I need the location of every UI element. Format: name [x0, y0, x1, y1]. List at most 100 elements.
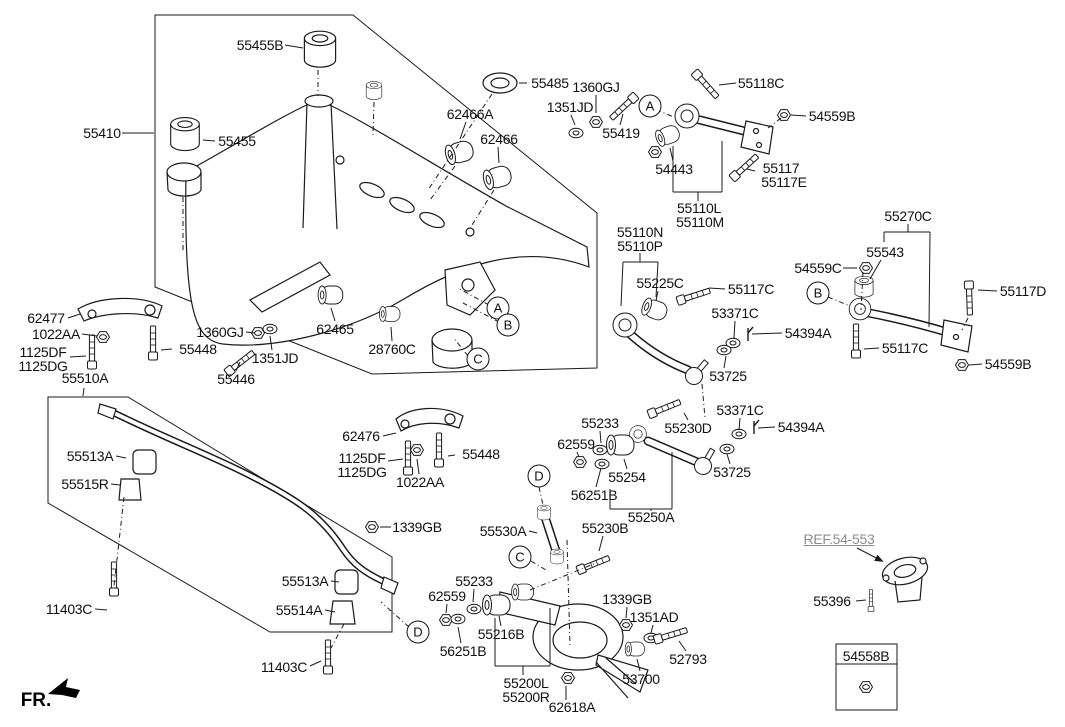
part-label-55410: 55410: [83, 125, 121, 141]
leader-line: [69, 355, 87, 358]
leader-line: [790, 114, 807, 117]
part-label-55543: 55543: [866, 244, 904, 260]
part-label-1351jd: 1351JD: [251, 350, 299, 366]
leader-line: [726, 453, 731, 465]
leader-line: [81, 333, 98, 337]
part-label-11403c: 11403C: [45, 601, 93, 617]
axis-dash-line: [701, 383, 706, 419]
leader-line: [678, 640, 687, 652]
leader-line: [968, 363, 983, 366]
part-label-1339gb: 1339GB: [392, 519, 442, 535]
part-label-54443: 54443: [655, 161, 693, 177]
callout-b: B: [806, 281, 830, 305]
leader-line: [746, 168, 756, 172]
leader-line: [330, 307, 336, 322]
axis-dash-line: [566, 539, 571, 647]
part-label-1022aa: 1022AA: [395, 474, 445, 490]
part-label-55510a: 55510A: [61, 370, 109, 386]
stabilizer-bar-illustration: [97, 403, 399, 625]
part-label-55230b: 55230B: [581, 520, 629, 536]
part-label-55448: 55448: [179, 341, 217, 357]
part-label-55110p: 55110P: [617, 238, 663, 254]
lateral-arm-assembly: [848, 275, 973, 353]
part-label-55233: 55233: [581, 415, 619, 431]
axis-dash-line: [961, 317, 969, 331]
callout-c: C: [466, 347, 490, 371]
callout-a: A: [638, 94, 662, 118]
leader-line: [723, 355, 727, 369]
axis-dash-line: [330, 623, 345, 649]
leader-line: [387, 458, 404, 462]
ref-arrow-line: [856, 547, 884, 562]
axis-dash-line: [427, 93, 493, 191]
leader-line: [757, 426, 776, 429]
leader-line: [751, 332, 783, 335]
leader-line: [623, 458, 628, 470]
part-label-53371c: 53371C: [716, 402, 764, 418]
upper-arm-assembly: [653, 103, 774, 155]
callout-d: D: [527, 464, 551, 488]
trailing-arm-62476: [395, 407, 464, 432]
part-label-55117c: 55117C: [727, 281, 775, 297]
axis-dash-line: [429, 165, 456, 201]
leader-line: [928, 231, 931, 328]
leader-line: [595, 467, 602, 488]
leader-line: [576, 451, 580, 458]
leader-line: [636, 658, 641, 672]
part-label-55396: 55396: [813, 593, 851, 609]
leader-line: [655, 290, 659, 302]
part-label-55448: 55448: [462, 446, 500, 462]
leader-line: [977, 289, 998, 292]
axis-dash-line: [462, 302, 500, 323]
axis-dash-line: [538, 486, 544, 506]
part-label-55117c: 55117C: [881, 340, 929, 356]
axis-dash-line: [471, 189, 495, 226]
part-label-fr-: FR.: [20, 690, 52, 711]
part-label-62559: 62559: [557, 436, 595, 452]
axis-dash-line: [457, 287, 490, 306]
leader-line: [863, 347, 880, 350]
leader-line: [718, 82, 737, 86]
part-label-1125dg: 1125DG: [337, 464, 387, 480]
part-label-1339gb: 1339GB: [602, 591, 652, 607]
part-label-55110l: 55110L: [677, 200, 721, 216]
part-label-55233: 55233: [455, 573, 493, 589]
part-label-62477: 62477: [27, 310, 65, 326]
leader-line: [447, 454, 456, 457]
axis-dash-line: [380, 601, 410, 628]
part-label-1125df: 1125DF: [19, 344, 67, 360]
part-label-56251b: 56251B: [439, 643, 487, 659]
part-label-53700: 53700: [622, 671, 660, 687]
fr-direction-arrow: [48, 678, 80, 698]
part-label-55254: 55254: [608, 469, 646, 485]
stabilizer-enclosure: [47, 396, 393, 633]
crossmember-illustration: [166, 94, 590, 369]
part-label-11403c: 11403C: [260, 659, 308, 675]
leader-line: [160, 348, 173, 351]
part-label-62476: 62476: [342, 428, 380, 444]
leader-line: [390, 326, 393, 342]
part-label-55419: 55419: [602, 125, 640, 141]
part-label-1351jd: 1351JD: [546, 99, 594, 115]
leader-line: [497, 146, 500, 164]
part-label-54394a: 54394A: [784, 325, 832, 341]
assist-link-assembly: [606, 425, 721, 479]
leader-line: [528, 530, 538, 534]
leader-line: [330, 580, 340, 583]
part-label-1022aa: 1022AA: [31, 326, 81, 342]
leader-line: [472, 588, 475, 603]
leader-line: [650, 624, 654, 634]
part-label-55446: 55446: [217, 371, 255, 387]
trailing-arm-62477: [77, 297, 163, 322]
leader-line: [619, 113, 624, 126]
part-label-55200r: 55200R: [502, 689, 550, 705]
part-label-1125dg: 1125DG: [18, 358, 68, 374]
part-label-54559b: 54559B: [984, 356, 1032, 372]
leader-line: [498, 615, 502, 627]
axis-dash-line: [452, 336, 469, 357]
axis-dash-line: [827, 296, 851, 307]
leader-line: [245, 331, 256, 334]
part-label-55513a: 55513A: [281, 573, 329, 589]
